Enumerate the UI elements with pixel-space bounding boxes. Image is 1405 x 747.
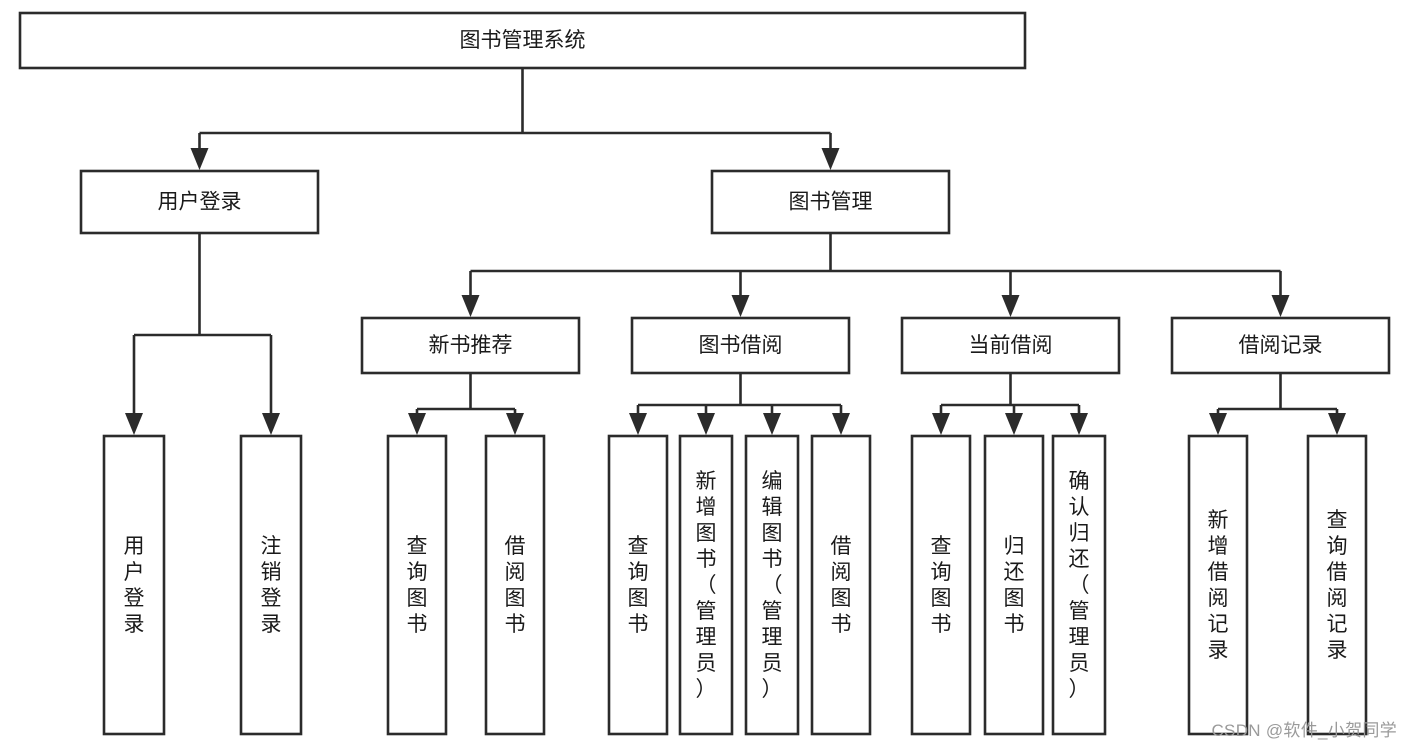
node-leaf-borrow-book-1[interactable]: 借阅图书	[484, 434, 546, 736]
node-leaf-add-borrow-record[interactable]: 新增借阅记录	[1187, 434, 1249, 736]
node-box[interactable]	[1170, 316, 1391, 375]
node-borrow-record[interactable]: 借阅记录	[1170, 316, 1391, 375]
node-label: 查询借阅记录	[1327, 509, 1348, 662]
node-box[interactable]	[18, 11, 1027, 70]
node-leaf-query-book-2[interactable]: 查询图书	[607, 434, 669, 736]
node-leaf-user-logout[interactable]: 注销登录	[239, 434, 303, 736]
node-leaf-query-book-3[interactable]: 查询图书	[910, 434, 972, 736]
node-box[interactable]	[484, 434, 546, 736]
node-label: 查询图书	[407, 535, 428, 636]
node-label: 图书借阅	[699, 334, 783, 357]
node-leaf-query-book-1[interactable]: 查询图书	[386, 434, 448, 736]
node-box[interactable]	[710, 169, 951, 235]
node-label: 新增借阅记录	[1208, 509, 1229, 662]
node-label: 用户登录	[158, 191, 242, 214]
node-leaf-edit-book-admin[interactable]: 编辑图书（管理员）	[744, 434, 800, 736]
node-label: 注销登录	[261, 535, 282, 636]
node-root[interactable]: 图书管理系统	[18, 11, 1027, 70]
node-box[interactable]	[360, 316, 581, 375]
node-user-login[interactable]: 用户登录	[79, 169, 320, 235]
node-box[interactable]	[1051, 434, 1107, 736]
node-box[interactable]	[239, 434, 303, 736]
node-box[interactable]	[79, 169, 320, 235]
node-book-manage[interactable]: 图书管理	[710, 169, 951, 235]
node-leaf-query-borrow-record[interactable]: 查询借阅记录	[1306, 434, 1368, 736]
node-label: 借阅图书	[505, 535, 526, 636]
node-label: 确认归还（管理员）	[1069, 470, 1090, 701]
node-leaf-return-book[interactable]: 归还图书	[983, 434, 1045, 736]
node-label: 图书管理系统	[460, 29, 586, 52]
node-box[interactable]	[810, 434, 872, 736]
node-box[interactable]	[102, 434, 166, 736]
node-label: 编辑图书（管理员）	[762, 470, 783, 701]
node-box[interactable]	[678, 434, 734, 736]
node-box[interactable]	[983, 434, 1045, 736]
node-label: 当前借阅	[969, 334, 1053, 357]
node-leaf-user-login[interactable]: 用户登录	[102, 434, 166, 736]
node-leaf-add-book-admin[interactable]: 新增图书（管理员）	[678, 434, 734, 736]
node-box[interactable]	[744, 434, 800, 736]
node-book-borrow[interactable]: 图书借阅	[630, 316, 851, 375]
node-box[interactable]	[900, 316, 1121, 375]
node-box[interactable]	[630, 316, 851, 375]
node-label: 借阅记录	[1239, 334, 1323, 357]
node-label: 图书管理	[789, 191, 873, 214]
node-label: 新书推荐	[429, 334, 513, 357]
node-box[interactable]	[910, 434, 972, 736]
node-label: 归还图书	[1004, 535, 1025, 636]
node-label: 用户登录	[124, 535, 145, 636]
connectors	[125, 68, 1346, 435]
node-leaf-confirm-return-admin[interactable]: 确认归还（管理员）	[1051, 434, 1107, 736]
node-label: 查询图书	[628, 535, 649, 636]
node-new-book-rec[interactable]: 新书推荐	[360, 316, 581, 375]
node-box[interactable]	[386, 434, 448, 736]
nodes: 图书管理系统用户登录图书管理新书推荐图书借阅当前借阅借阅记录用户登录注销登录查询…	[18, 11, 1391, 736]
node-box[interactable]	[1306, 434, 1368, 736]
node-leaf-borrow-book-2[interactable]: 借阅图书	[810, 434, 872, 736]
node-label: 查询图书	[931, 535, 952, 636]
node-box[interactable]	[607, 434, 669, 736]
node-current-borrow[interactable]: 当前借阅	[900, 316, 1121, 375]
node-box[interactable]	[1187, 434, 1249, 736]
node-label: 借阅图书	[831, 535, 852, 636]
node-label: 新增图书（管理员）	[696, 470, 717, 701]
